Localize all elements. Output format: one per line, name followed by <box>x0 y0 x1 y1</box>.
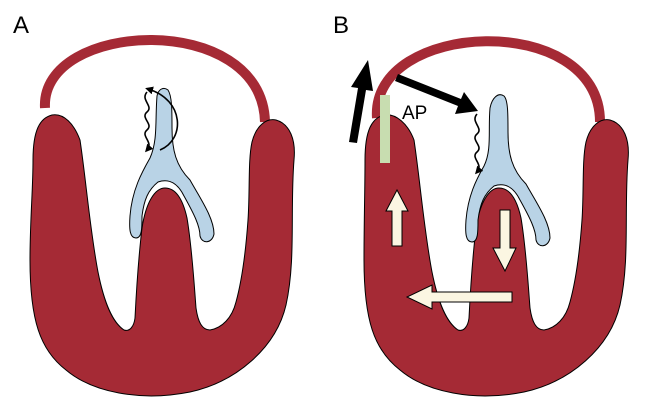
panel-b: B AP <box>333 12 628 396</box>
accessory-pathway-label: AP <box>402 103 427 124</box>
panel-a-atrial-arc <box>45 40 265 122</box>
panel-a: A <box>13 12 294 396</box>
panel-a-wavy-arrow <box>145 92 149 150</box>
panel-b-wavy-arrow <box>475 114 479 172</box>
panel-b-label: B <box>333 12 349 39</box>
accessory-pathway-marker <box>380 95 390 163</box>
panel-a-label: A <box>13 12 29 39</box>
